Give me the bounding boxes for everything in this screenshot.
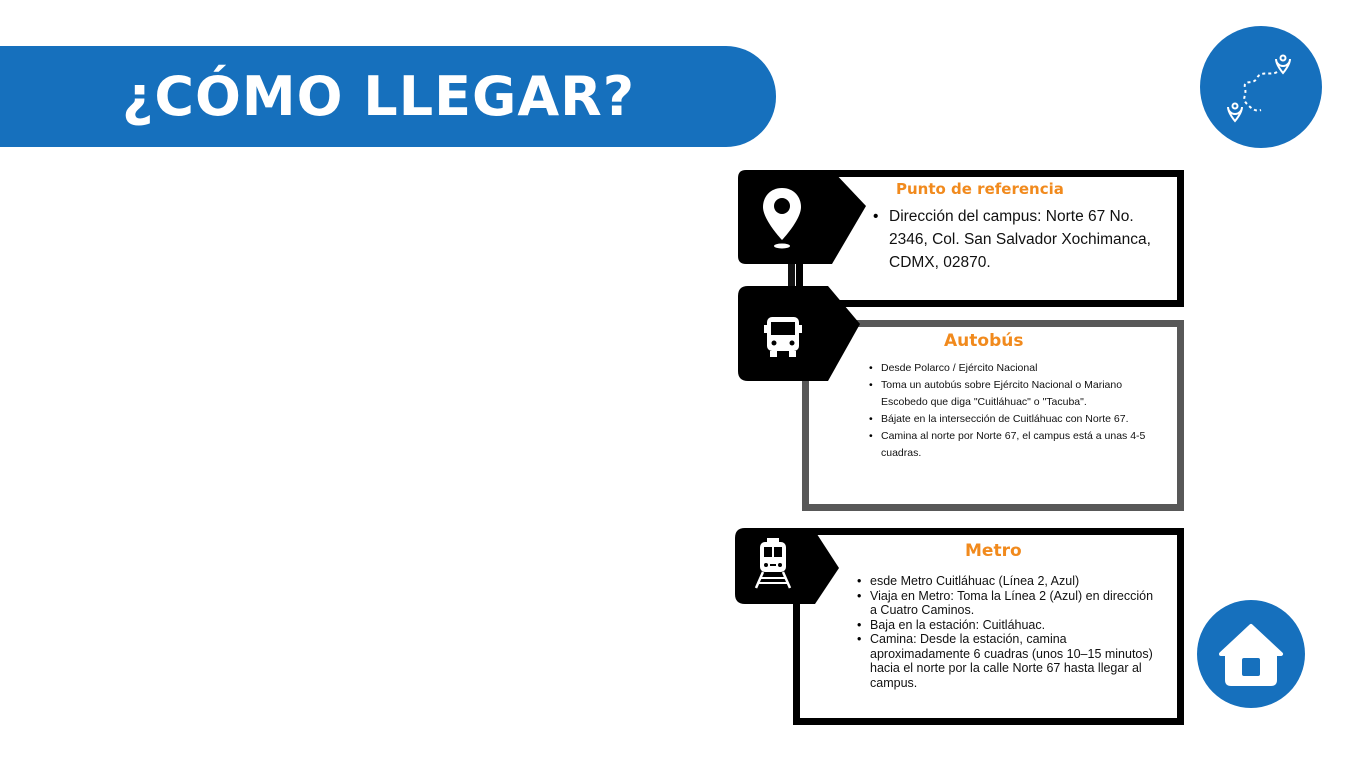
list-item: Bájate en la intersección de Cuitláhuac … — [869, 411, 1153, 428]
bus-heading: Autobús — [944, 331, 1024, 351]
title-banner — [0, 46, 776, 147]
list-item: esde Metro Cuitláhuac (Línea 2, Azul) — [857, 574, 1160, 589]
list-item: Dirección del campus: Norte 67 No. 2346,… — [873, 205, 1154, 274]
home-button[interactable] — [1197, 600, 1305, 708]
list-item: Camina: Desde la estación, camina aproxi… — [857, 632, 1160, 690]
bus-icon — [764, 315, 802, 364]
list-item: Toma un autobús sobre Ejército Nacional … — [869, 377, 1153, 411]
home-icon — [1219, 624, 1283, 686]
page-title: ¿CÓMO LLEGAR? — [122, 65, 636, 128]
list-item: Viaja en Metro: Toma la Línea 2 (Azul) e… — [857, 589, 1160, 618]
train-icon — [754, 538, 792, 597]
reference-heading: Punto de referencia — [896, 180, 1064, 198]
bus-list: Desde Polarco / Ejército Nacional Toma u… — [869, 360, 1153, 462]
metro-heading: Metro — [965, 541, 1022, 561]
reference-list: Dirección del campus: Norte 67 No. 2346,… — [873, 205, 1154, 274]
route-map-icon — [1200, 26, 1322, 148]
location-pin-icon — [760, 186, 804, 255]
connector-line — [788, 258, 795, 292]
list-item: Desde Polarco / Ejército Nacional — [869, 360, 1153, 377]
list-item: Baja en la estación: Cuitláhuac. — [857, 618, 1160, 633]
list-item: Camina al norte por Norte 67, el campus … — [869, 428, 1153, 462]
metro-list: esde Metro Cuitláhuac (Línea 2, Azul) Vi… — [857, 574, 1160, 690]
